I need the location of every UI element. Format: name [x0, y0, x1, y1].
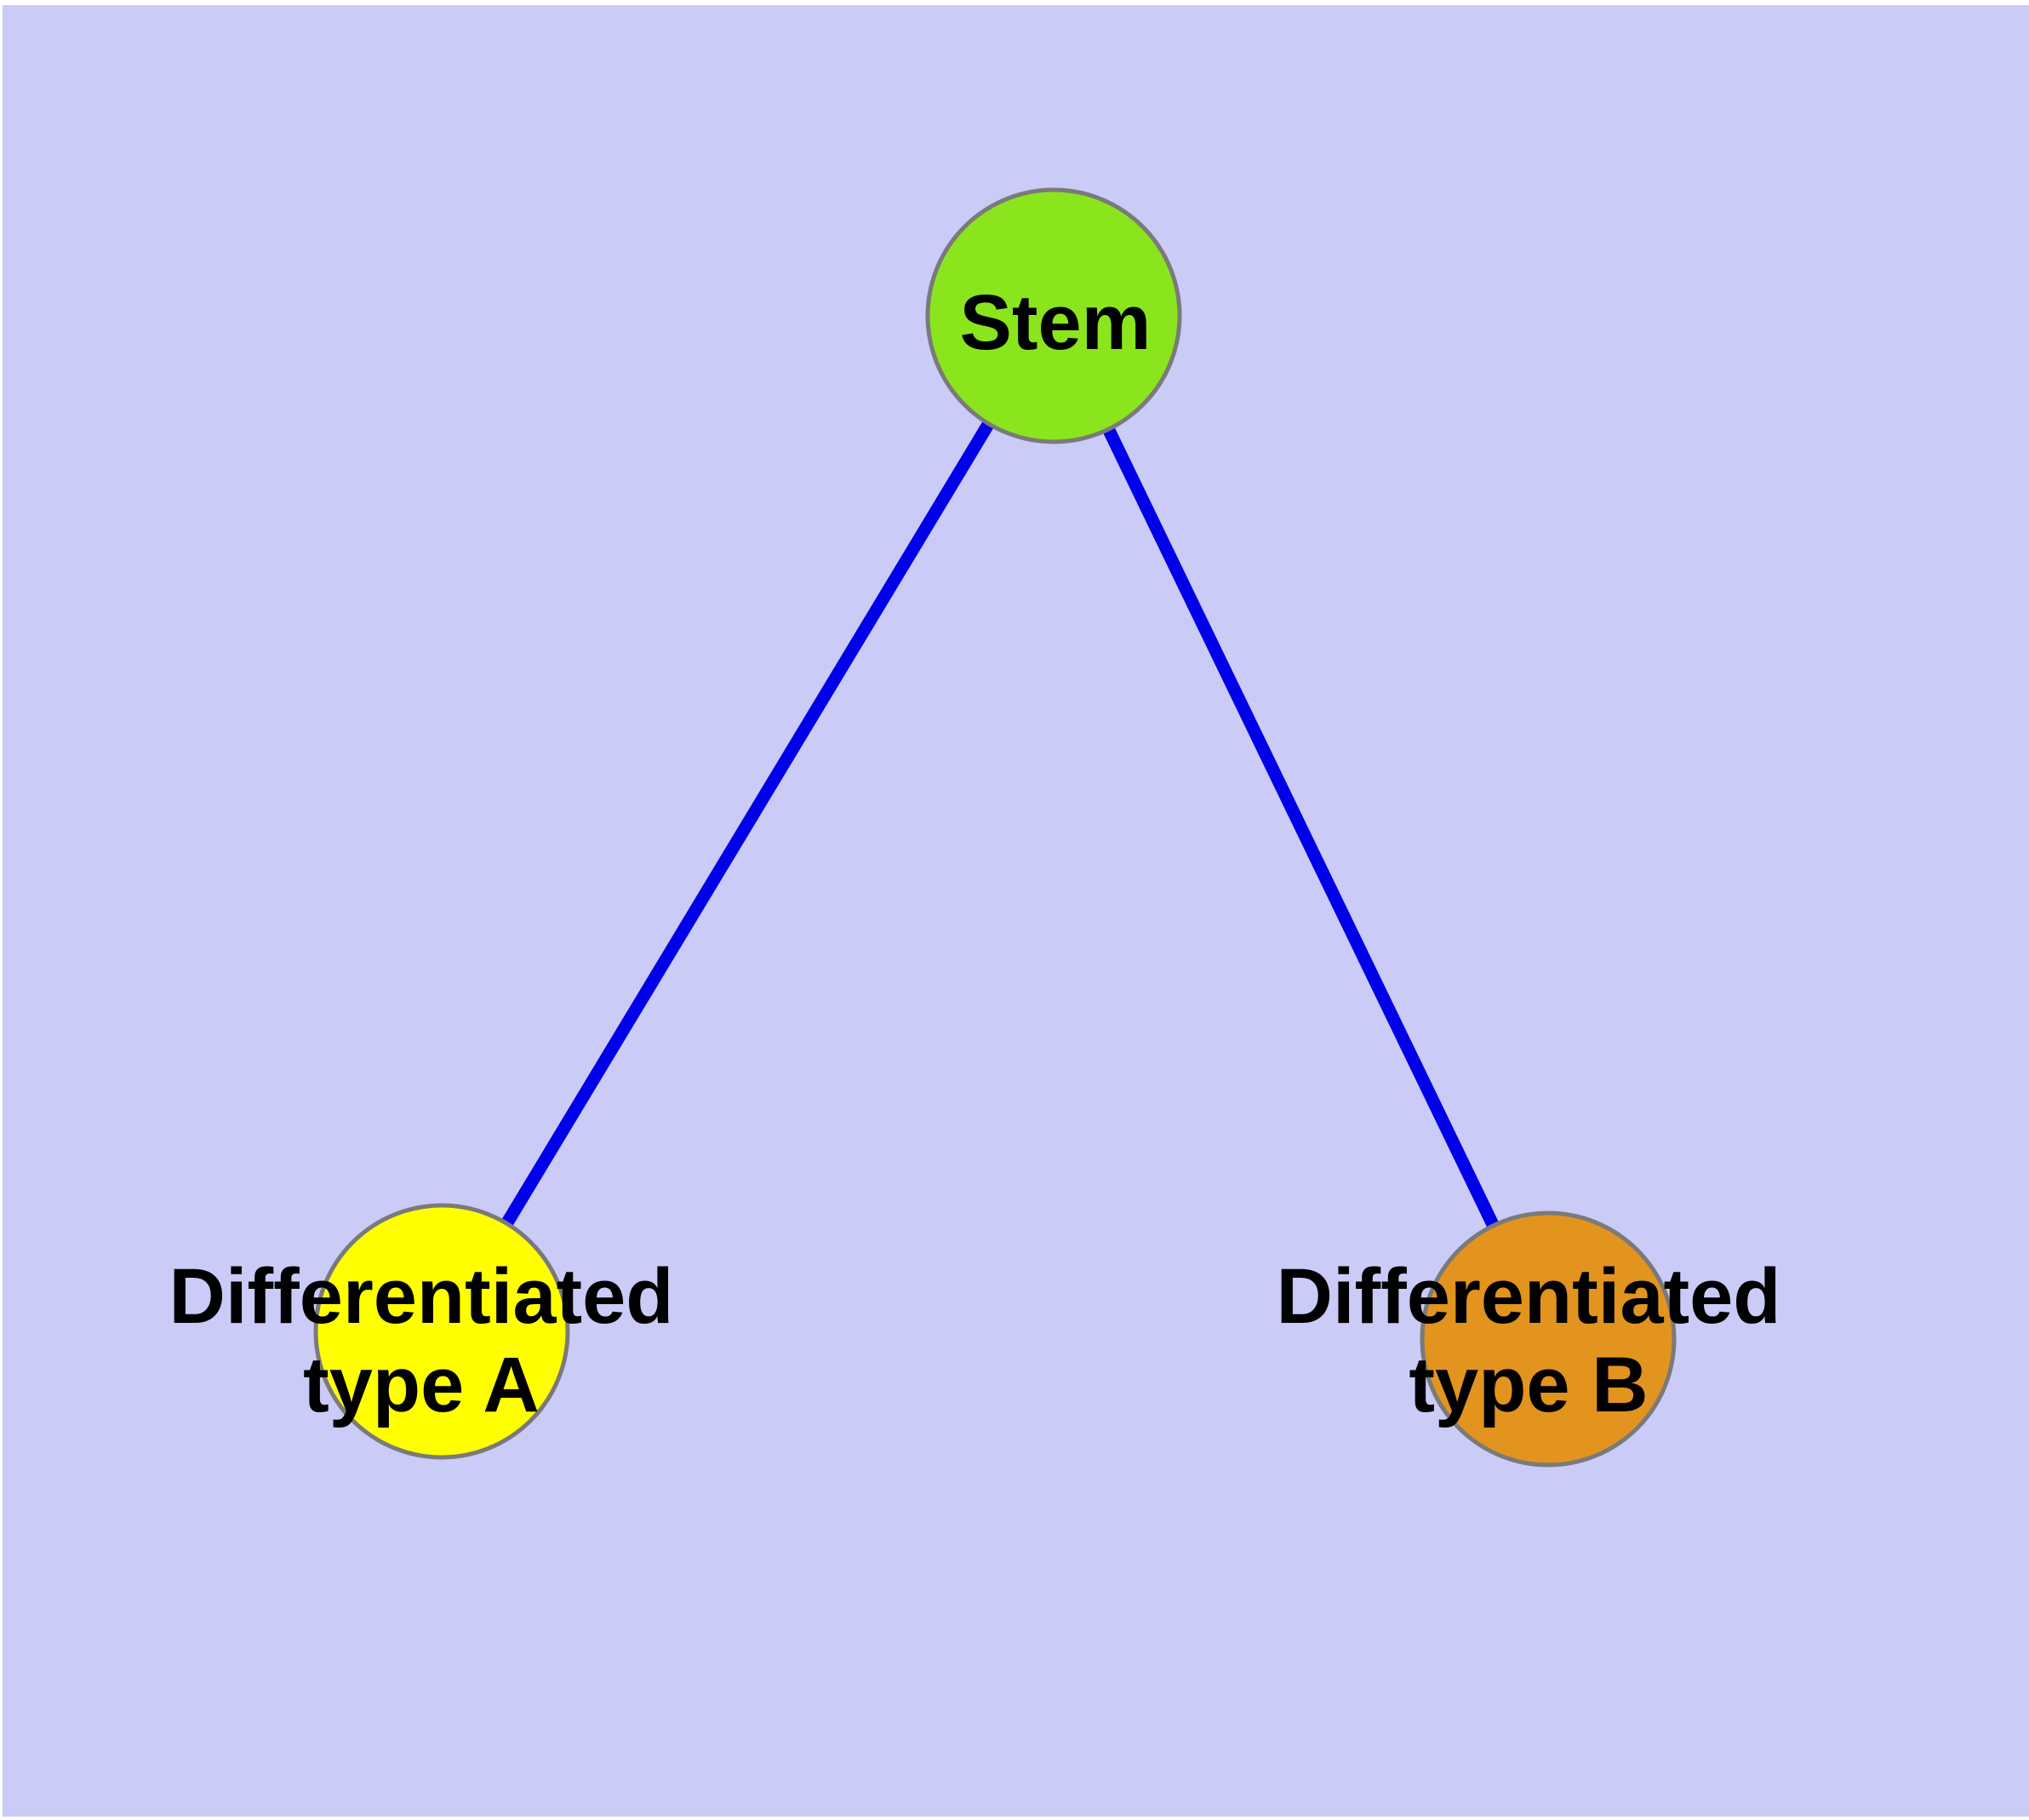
node-stem-label: Stem — [960, 278, 1152, 367]
node-type-a-label-line1: Differentiated — [169, 1253, 674, 1340]
node-type-b-label-line2: type B — [1409, 1342, 1649, 1428]
edge-stem-to-type-b — [1048, 312, 1554, 1342]
node-type-b-label-line1: Differentiated — [1276, 1253, 1781, 1340]
node-stem-label-line: Stem — [959, 279, 1152, 366]
node-type-b-label: Differentiated type B — [1277, 1252, 1781, 1429]
node-type-a-label-line2: type A — [303, 1342, 540, 1428]
node-type-b-circle — [1420, 1210, 1677, 1468]
node-type-a-label: Differentiated type A — [169, 1252, 674, 1429]
edge-stem-to-type-a — [436, 312, 1060, 1335]
node-type-a-circle — [313, 1203, 570, 1460]
node-stem-circle — [925, 187, 1182, 444]
